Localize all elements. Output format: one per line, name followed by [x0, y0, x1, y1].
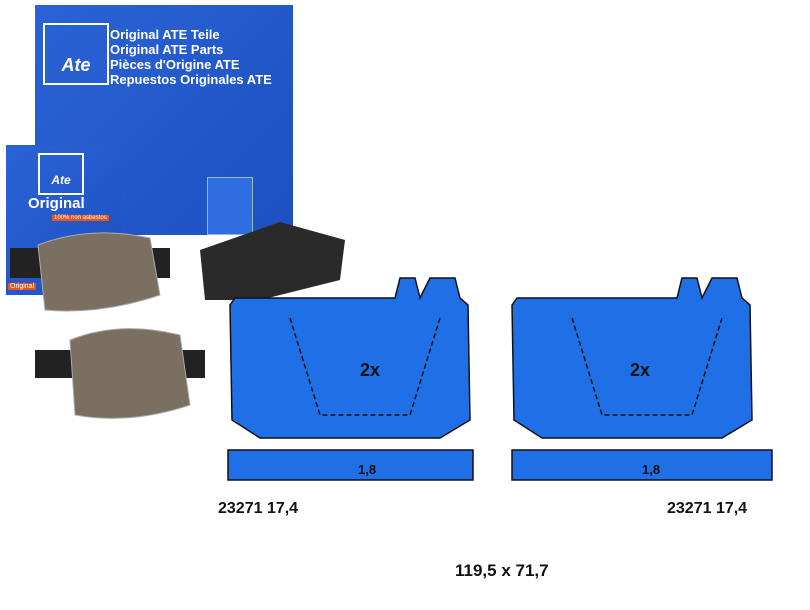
right-quantity: 2x: [630, 360, 651, 380]
pad-diagram-left: [227, 277, 474, 481]
small-box-logo: Ate: [38, 153, 84, 195]
side-text: Fr: [178, 245, 192, 261]
box-line: Original ATE Teile: [110, 27, 220, 42]
pad-dimensions: 119,5 x 71,7: [455, 561, 549, 580]
brake-pad-photo-3: [200, 222, 345, 300]
brake-pad-photo-2: [35, 328, 205, 419]
ate-logo: Ate: [43, 23, 109, 85]
box-text: Original ATE Teile Original ATE Parts Pi…: [110, 27, 272, 87]
box-line: Pièces d'Origine ATE: [110, 57, 240, 72]
left-part-number: 23271 17,4: [218, 500, 299, 517]
box-line: Repuestos Originales ATE: [110, 72, 272, 87]
left-quantity: 2x: [360, 360, 381, 380]
small-box-title: Original: [28, 195, 85, 212]
right-part-number: 23271 17,4: [667, 500, 748, 517]
brake-pad-photo-1: [10, 232, 170, 312]
right-wear-indicator: 1,8: [642, 462, 661, 477]
box-line: Original ATE Parts: [110, 42, 224, 57]
pad-diagram-right: [511, 277, 773, 481]
left-wear-indicator: 1,8: [358, 462, 377, 477]
leaflet: [207, 177, 253, 235]
small-box-badge: 100% non asbestos: [52, 215, 109, 221]
small-box-footer: Original: [8, 283, 37, 290]
